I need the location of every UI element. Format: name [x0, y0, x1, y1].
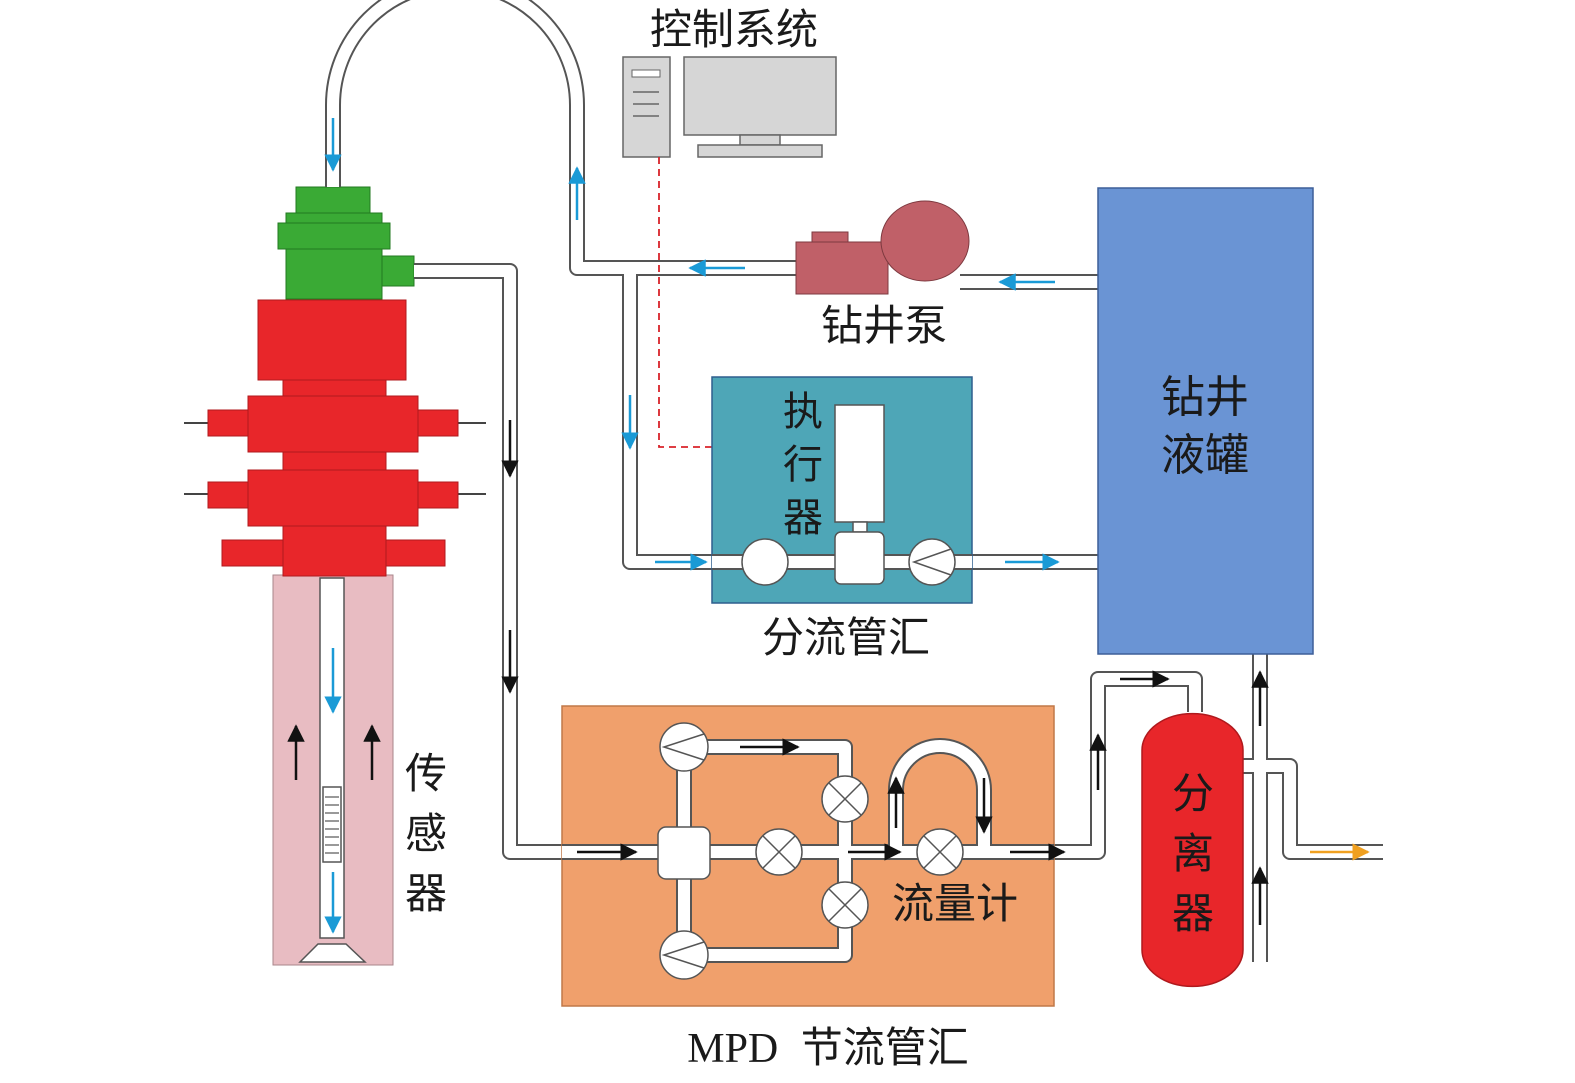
- actuator: [834, 404, 885, 585]
- mpd-label-suffix: 节流管汇: [801, 1023, 969, 1072]
- bop-stack: [184, 299, 486, 577]
- choke-valve-bottom: [659, 930, 709, 980]
- separator-label-1: 分: [1172, 769, 1214, 818]
- downhole-sensor: [322, 786, 342, 863]
- actuator-label-1: 执: [783, 389, 823, 435]
- flow-meter-label: 流量计: [892, 879, 1018, 928]
- mpd-manifold-junction: [657, 826, 711, 880]
- diverter-manifold-box: [711, 376, 973, 604]
- control-signal-line: [658, 157, 712, 448]
- diverter-check-valve: [908, 538, 956, 586]
- separator-label-3: 器: [1172, 889, 1214, 938]
- gate-valve-lower: [821, 881, 869, 929]
- flow-arrows-black: [287, 420, 1269, 925]
- rotating-control-device: [277, 186, 415, 300]
- tank-label-line1: 钻井: [1161, 372, 1249, 423]
- computer-monitor: [683, 56, 837, 158]
- diverter-manifold-label: 分流管汇: [762, 613, 930, 662]
- separator-label-2: 离: [1172, 829, 1214, 878]
- sensor-label-2: 感: [405, 809, 447, 858]
- mpd-label-prefix: MPD: [687, 1026, 778, 1072]
- actuator-label-2: 行: [783, 442, 823, 488]
- drilling-pump-label: 钻井泵: [821, 301, 947, 350]
- sensor-label-1: 传: [405, 749, 447, 798]
- gate-valve-center: [755, 828, 803, 876]
- sensor-label-3: 器: [405, 869, 447, 918]
- computer: [622, 56, 837, 158]
- gate-valve-upper: [821, 775, 869, 823]
- tank-label-line2: 液罐: [1161, 430, 1249, 481]
- mpd-choke-manifold-label: MPD 节流管汇: [687, 1023, 969, 1072]
- drilling-fluid-tank: [1097, 187, 1314, 655]
- diverter-valve-left: [741, 538, 789, 586]
- mpd-choke-manifold-box: [561, 705, 1055, 1007]
- gate-valve-meter: [916, 828, 964, 876]
- control-system-label: 控制系统: [650, 5, 818, 54]
- actuator-label-3: 器: [783, 495, 823, 541]
- computer-tower: [622, 56, 671, 158]
- separator-vessel: [1141, 712, 1244, 988]
- drilling-pump: [795, 200, 970, 295]
- choke-valve-top: [659, 722, 709, 772]
- flow-arrows-blue: [324, 118, 1060, 934]
